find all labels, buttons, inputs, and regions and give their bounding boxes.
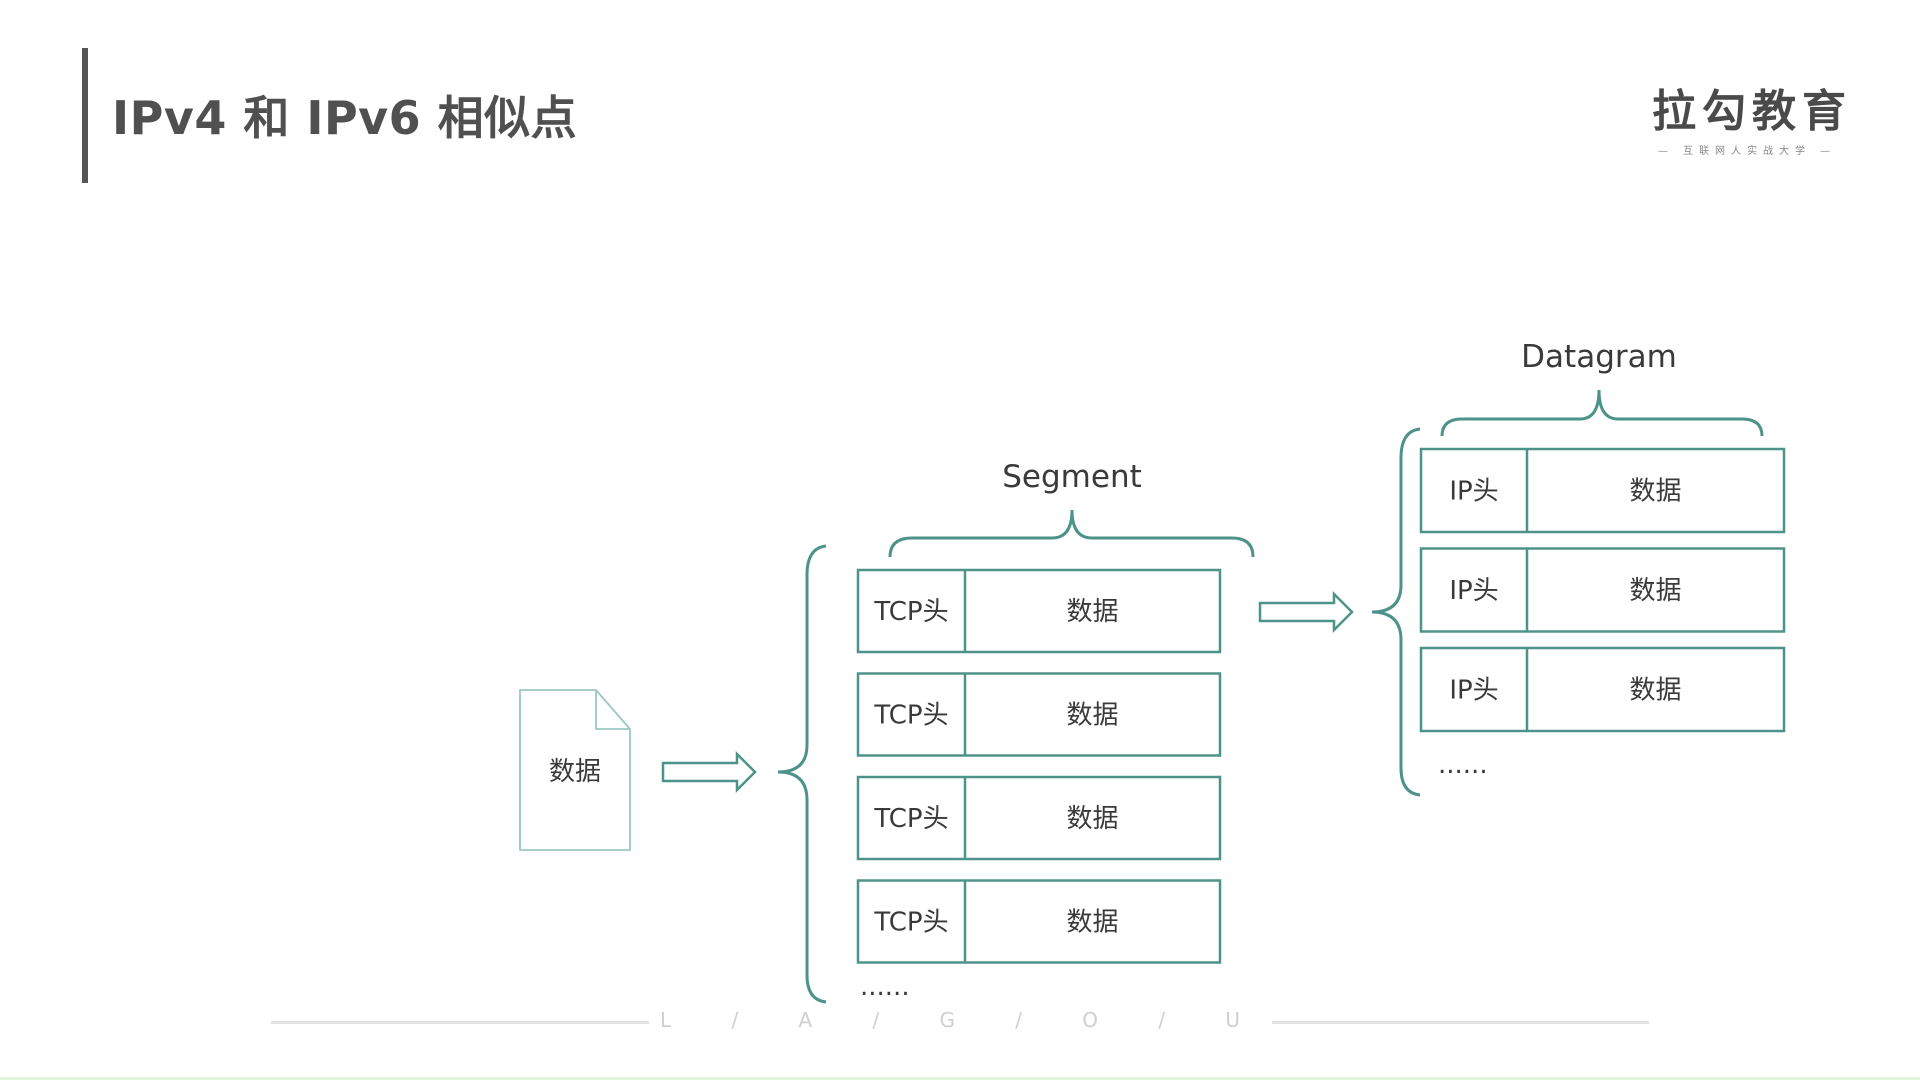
segment-box: [856, 568, 1222, 654]
footer-divider-right: [1272, 1021, 1649, 1024]
segment-box: [856, 775, 1222, 861]
footer-letter: A: [798, 1008, 813, 1032]
segment-data-label: 数据: [1066, 908, 1118, 938]
footer-letter: G: [939, 1008, 955, 1032]
datagram-label: Datagram: [1521, 339, 1677, 375]
footer-separator: /: [731, 1008, 739, 1032]
datagram-data-label: 数据: [1629, 576, 1681, 606]
document-icon: [519, 689, 631, 851]
datagram-data-label: 数据: [1629, 676, 1681, 706]
segment-row: TCP头 数据: [856, 672, 1222, 757]
segment-row: TCP头 数据: [856, 775, 1222, 861]
footer-separator: /: [1015, 1008, 1022, 1032]
page-title: IPv4 和 IPv6 相似点: [112, 91, 578, 145]
segment-data-label: 数据: [1066, 597, 1118, 627]
footer-brand-letters: L / A / G / O / U: [660, 1008, 1240, 1032]
datagram-box: [1419, 547, 1786, 633]
segment-data-label: 数据: [1066, 804, 1118, 834]
segments-brace: [777, 544, 827, 1004]
segment-rows: TCP头数据TCP头数据TCP头数据TCP头数据: [856, 568, 1222, 964]
footer-separator: /: [872, 1008, 880, 1032]
segment-row: TCP头 数据: [856, 568, 1222, 654]
segment-header-label: TCP头: [873, 597, 948, 627]
datagram-data-label: 数据: [1629, 477, 1681, 507]
logo-name: 拉勾教育: [1652, 86, 1852, 137]
arrow-right-icon: [1258, 590, 1354, 634]
datagram-row: IP头 数据: [1419, 646, 1786, 733]
datagram-header-label: IP头: [1449, 676, 1498, 706]
segment-header-label: TCP头: [873, 701, 948, 731]
source-data-label: 数据: [549, 757, 601, 787]
segment-data-label: 数据: [1066, 701, 1118, 731]
datagram-row: IP头 数据: [1419, 547, 1786, 633]
datagram-ellipsis: ......: [1438, 750, 1488, 780]
footer-separator: /: [1158, 1008, 1166, 1032]
footer-letter: O: [1082, 1008, 1099, 1032]
logo: 拉勾教育 — 互联网人实战大学 —: [1652, 86, 1852, 157]
datagram-header-label: IP头: [1449, 477, 1498, 507]
segment-ellipsis: ......: [860, 972, 910, 1002]
footer-letter: L: [660, 1008, 672, 1032]
title-accent-bar: [82, 48, 88, 183]
datagram-row: IP头 数据: [1419, 447, 1786, 534]
segment-box: [856, 879, 1222, 964]
datagrams-brace: [1371, 427, 1421, 797]
datagram-header-label: IP头: [1449, 576, 1498, 606]
segment-row: TCP头 数据: [856, 879, 1222, 964]
footer-letter: U: [1225, 1008, 1240, 1032]
segment-box: [856, 672, 1222, 757]
arrow-right-icon: [661, 750, 757, 794]
segment-header-label: TCP头: [873, 908, 948, 938]
datagram-rows: IP头数据IP头数据IP头数据: [1419, 447, 1786, 733]
segment-brace: [888, 509, 1255, 558]
segment-header-label: TCP头: [873, 804, 948, 834]
footer-divider-left: [271, 1021, 649, 1024]
datagram-box: [1419, 447, 1786, 534]
bottom-accent-strip: [0, 1077, 1920, 1080]
logo-tagline: — 互联网人实战大学 —: [1657, 146, 1837, 157]
segment-label: Segment: [1002, 459, 1142, 495]
datagram-brace: [1440, 389, 1764, 437]
datagram-box: [1419, 646, 1786, 733]
